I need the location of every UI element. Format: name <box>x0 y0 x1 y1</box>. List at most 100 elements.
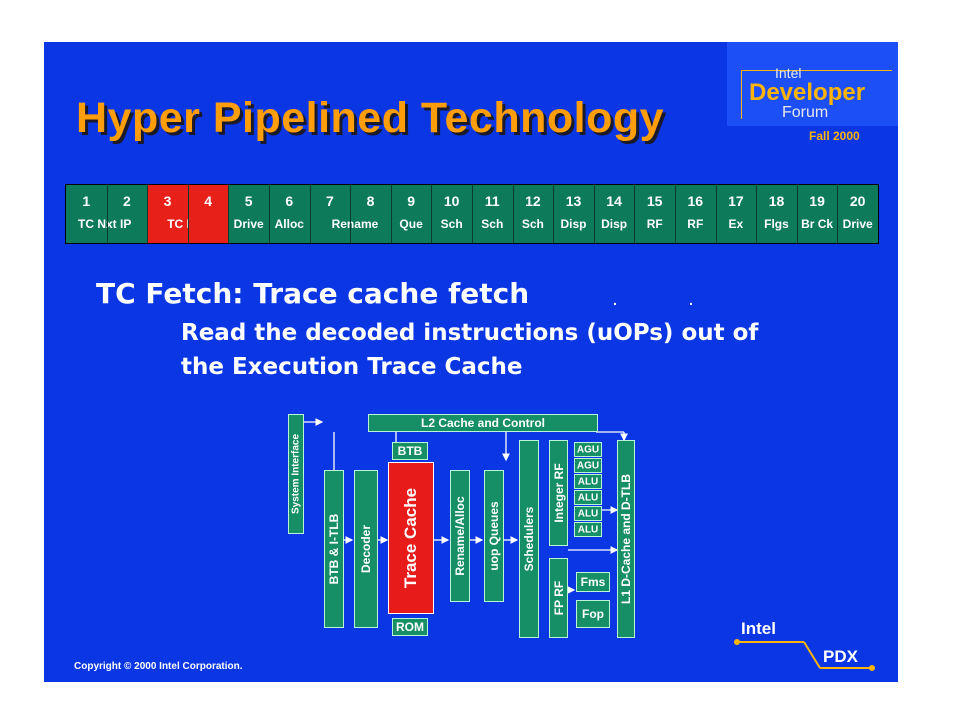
copyright-notice: Copyright © 2000 Intel Corporation. <box>74 661 243 672</box>
stage-divider <box>593 185 595 243</box>
stage-divider <box>756 185 758 243</box>
stage-number: 12 <box>525 193 541 209</box>
stage-number: 11 <box>484 193 500 209</box>
stage-divider <box>472 185 473 243</box>
l2-cache-label: L2 Cache and Control <box>420 416 545 430</box>
unit-label: AGU <box>576 444 600 455</box>
btb-label: BTB <box>397 444 423 458</box>
fp-rf-label: FP RF <box>551 580 566 616</box>
slide-title: Hyper Pipelined Technology <box>76 94 665 142</box>
stage-label: RF <box>646 217 663 231</box>
stage-label: Br Ck <box>801 217 834 231</box>
stage-number: 6 <box>285 193 294 209</box>
uop-queues-label: uop Queues <box>487 501 501 571</box>
rom-label: ROM <box>396 620 424 634</box>
trace-cache-label: Trace Cache <box>401 487 420 589</box>
system-interface-label: System Interface <box>290 433 302 515</box>
pipeline-stage: 3TC Fetch <box>147 185 219 243</box>
netburst-block-diagram: L2 Cache and Control System Interface BT… <box>284 410 644 638</box>
rename-alloc-block: Rename/Alloc <box>450 470 470 602</box>
stage-label: Ex <box>728 217 744 231</box>
alu-unit: ALU <box>574 474 602 489</box>
unit-label: ALU <box>577 476 599 487</box>
stage-label: Flgs <box>764 217 789 231</box>
stage-divider <box>390 185 392 243</box>
stage-number: 10 <box>443 193 460 209</box>
stage-label: Sch <box>481 217 504 231</box>
decorative-dot: . <box>613 292 617 308</box>
stage-divider <box>228 185 230 243</box>
stage-number: 1 <box>82 193 91 209</box>
stage-number: 4 <box>204 193 212 209</box>
trace-cache-block: Trace Cache <box>388 462 434 614</box>
stage-number: 9 <box>407 193 415 209</box>
stage-divider <box>715 185 717 243</box>
stage-number: 16 <box>687 193 704 209</box>
logo-main: Developer <box>749 79 866 106</box>
rom-block: ROM <box>392 618 428 636</box>
pipeline-stage: 4 <box>187 185 229 243</box>
schedulers-label: Schedulers <box>522 506 536 572</box>
stage-number: 8 <box>366 193 375 209</box>
logo-forum: Forum <box>782 104 829 121</box>
unit-label: ALU <box>577 492 599 503</box>
logo-bracket <box>741 70 892 119</box>
stage-number: 2 <box>122 193 131 209</box>
unit-label: ALU <box>577 524 599 535</box>
stage-number: 17 <box>728 193 744 209</box>
stage-number: 18 <box>768 193 785 209</box>
alu-unit: ALU <box>574 506 602 521</box>
logo-season: Fall 2000 <box>809 129 860 143</box>
fop-unit: Fop <box>576 600 610 628</box>
stage-number: 3 <box>163 193 172 209</box>
stage-label: Rename <box>331 217 379 231</box>
integer-rf-label: Integer RF <box>551 463 566 523</box>
stage-divider <box>431 185 433 243</box>
fms-unit: Fms <box>576 572 610 592</box>
stage-divider <box>269 185 270 243</box>
stage-label: Disp <box>601 217 628 231</box>
stage-label: Disp <box>560 217 587 231</box>
logo-brand: Intel <box>775 65 802 81</box>
stage-divider <box>553 185 555 243</box>
developer-forum-logo: Intel Developer Forum Fall 2000 <box>727 42 898 143</box>
agu-unit: AGU <box>574 458 602 473</box>
description: Read the decoded instructions (uOPs) out… <box>181 316 758 384</box>
pdx-logo-lines <box>734 639 875 671</box>
stage-divider <box>350 185 352 243</box>
slide: Hyper Pipelined Technology Intel Develop… <box>44 42 898 682</box>
stage-divider <box>106 185 108 243</box>
schedulers-block: Schedulers <box>519 440 539 638</box>
btb-block: BTB <box>392 442 428 460</box>
stage-number: 5 <box>244 193 253 209</box>
l1-dcache-block: L1 D-Cache and D-TLB <box>617 440 635 638</box>
integer-rf-block: Integer RF <box>549 440 568 546</box>
stage-divider <box>837 185 839 243</box>
description-line: the Execution Trace Cache <box>181 354 523 380</box>
decoder-label: Decoder <box>359 524 373 574</box>
stage-label: Drive <box>233 217 264 231</box>
btb-itlb-block: BTB & I-TLB <box>324 470 344 628</box>
stage-number: 15 <box>646 193 663 209</box>
stage-number: 14 <box>606 193 622 209</box>
stage-label: Alloc <box>274 217 304 231</box>
system-interface-block: System Interface <box>288 414 304 534</box>
stage-number: 13 <box>565 193 582 209</box>
stage-label: Drive <box>842 217 873 231</box>
stage-divider <box>796 185 798 243</box>
alu-unit: ALU <box>574 522 602 537</box>
